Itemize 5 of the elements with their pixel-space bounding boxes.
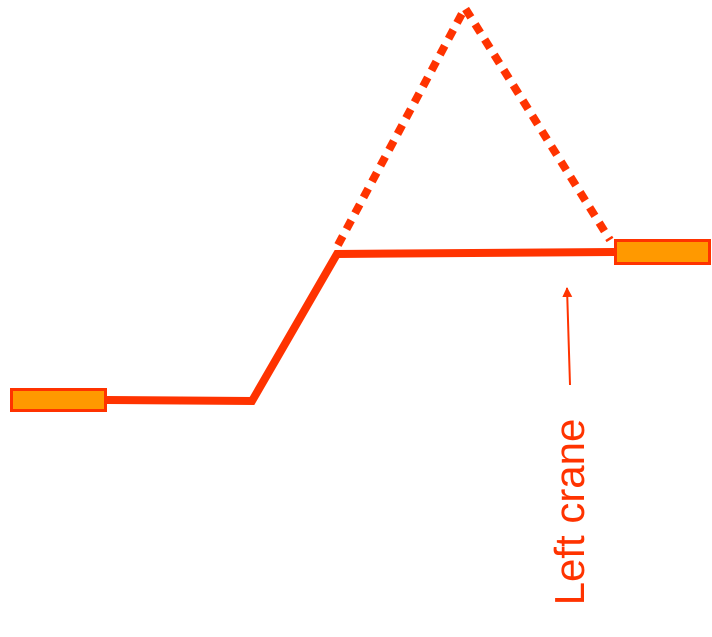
- crane-bar: [614, 239, 711, 265]
- crane-path: [106, 248, 614, 406]
- leader-line: [562, 287, 572, 386]
- callout-label: Left crane: [548, 397, 592, 627]
- crane-bar: [10, 388, 107, 412]
